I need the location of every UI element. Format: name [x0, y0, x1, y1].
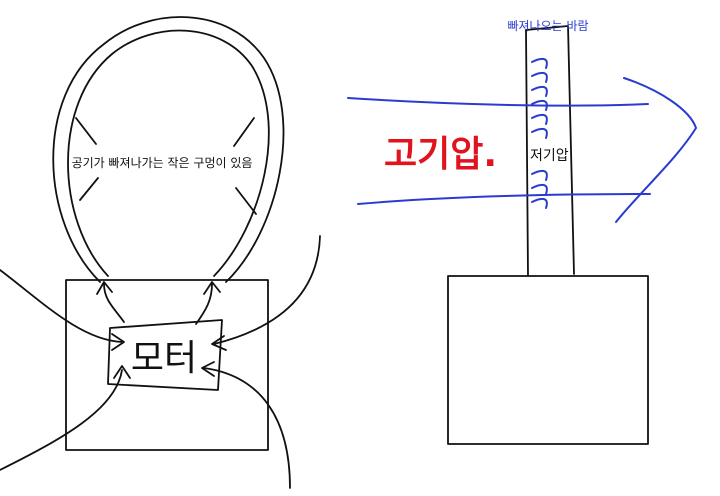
inflow-arrow-left: [103, 283, 125, 323]
airflow-arrowhead: [615, 77, 697, 223]
tube-left-wall: [525, 29, 529, 277]
hole-stroke-2: [79, 177, 99, 201]
flow-curve-bottom-right-head: [201, 361, 215, 377]
inflow-arrow-right: [195, 283, 213, 325]
hole-stroke-3: [233, 117, 255, 147]
flow-curve-top-right-head: [211, 335, 227, 351]
flow-curve-bottom-left-head: [113, 365, 131, 379]
tube-top: [525, 25, 569, 31]
left-diagram: 모터 공기가 빠져나가는 작은 구멍이 있음: [0, 16, 321, 489]
hole-caption: 공기가 빠져나가는 작은 구멍이 있음: [72, 156, 253, 170]
base-box: [447, 275, 649, 445]
motor-housing: [65, 279, 269, 451]
loop-outer: [52, 16, 285, 283]
airflow-line-top: [347, 97, 649, 107]
inflow-arrowhead-right: [203, 281, 221, 295]
hole-stroke-1: [75, 117, 97, 145]
right-diagram: 빠져나오는 바람 고기압. 저기압: [347, 19, 697, 445]
rising-wind-strokes: [531, 57, 548, 209]
motor-label: 모터: [131, 338, 197, 379]
flow-curve-top-right: [213, 235, 321, 345]
inflow-arrowhead-left: [96, 281, 113, 295]
flow-curve-top-left-head: [111, 333, 125, 351]
high-pressure-label: 고기압.: [384, 134, 497, 175]
hole-stroke-4: [235, 187, 257, 215]
flow-curve-top-left: [0, 269, 123, 343]
loop-inner: [67, 29, 270, 277]
airflow-line-bottom: [357, 193, 651, 205]
low-pressure-label: 저기압: [530, 148, 569, 164]
flow-curve-bottom-right: [203, 367, 291, 489]
motor-box: [107, 319, 223, 391]
tube-right-wall: [567, 25, 575, 275]
escaping-wind-label: 빠져나오는 바람: [507, 19, 588, 33]
flow-curve-bottom-left: [0, 369, 123, 471]
